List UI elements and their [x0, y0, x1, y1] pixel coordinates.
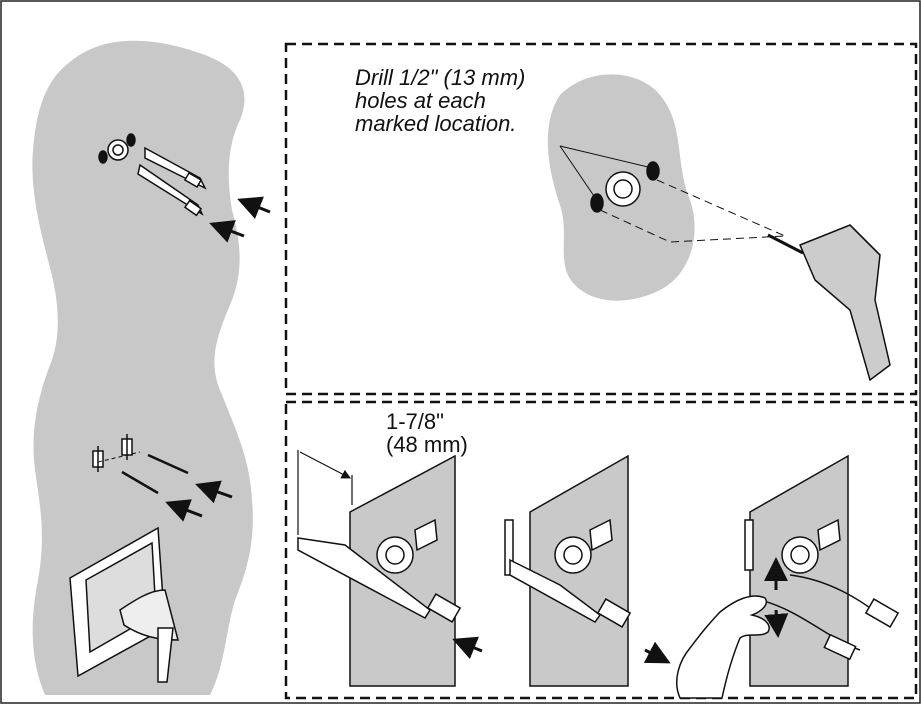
arrow-icon: [165, 480, 233, 522]
valve-support-group: [98, 133, 207, 217]
drill-valve: [590, 161, 660, 213]
drill-instruction-label: Drill 1/2" (13 mm) holes at each marked …: [355, 65, 526, 137]
leader-lines: [559, 145, 786, 243]
support-rail-1: [297, 537, 462, 623]
wall-panel-1: [349, 454, 456, 687]
handle-icon: [69, 526, 179, 683]
support-rail-3: [744, 519, 900, 661]
dimension-lines: [297, 450, 353, 535]
arrow-icon: [452, 557, 789, 664]
arrow-icon: [209, 196, 271, 243]
wall-panel-2: [529, 454, 629, 687]
screw-icon: [97, 451, 189, 495]
support-rail-2: [504, 519, 632, 628]
drill-icon: [767, 224, 891, 382]
dimension-label: 1-7/8" (48 mm): [386, 409, 468, 458]
drill-panel: [284, 42, 918, 396]
hand-icon: [676, 595, 770, 699]
install-panel: [284, 400, 918, 700]
